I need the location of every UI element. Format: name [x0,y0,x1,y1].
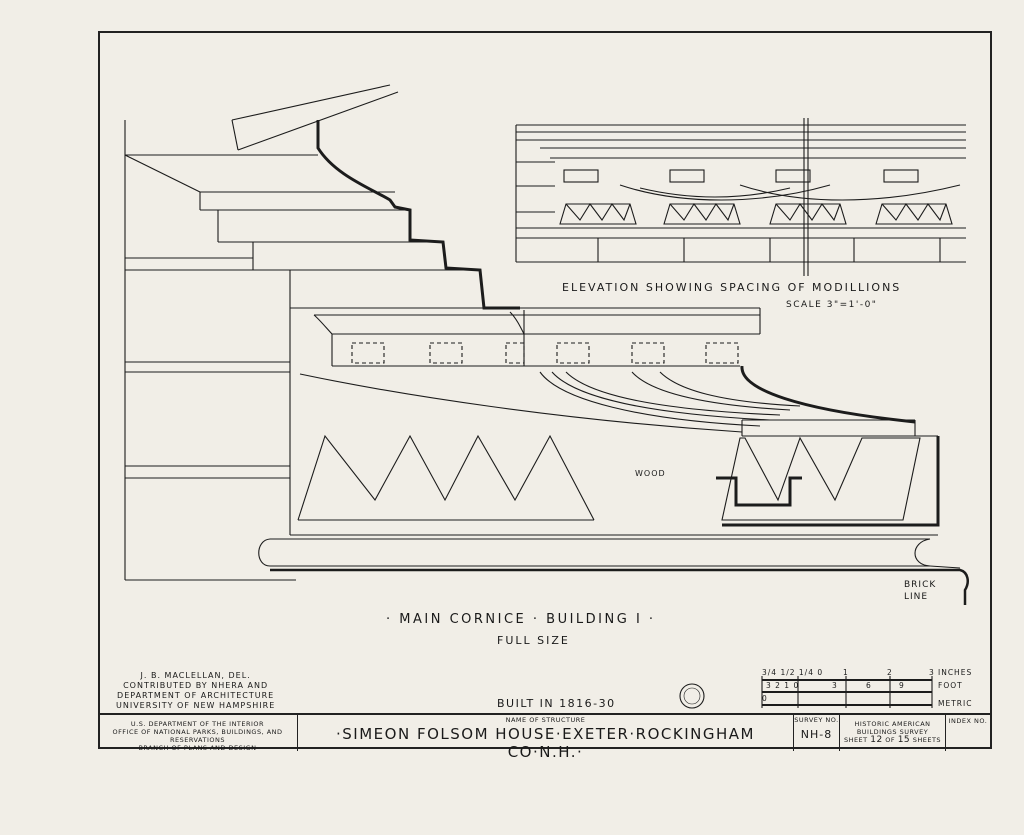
index-cell: INDEX NO. [946,715,990,751]
agency-line: U.S. DEPARTMENT OF THE INTERIOR [130,720,265,728]
habs-cell: HISTORIC AMERICAN BUILDINGS SURVEY SHEET… [840,715,946,751]
delineator-credit: J. B. MACLELLAN, DEL. CONTRIBUTED BY NHE… [116,671,275,711]
elevation-inset [515,118,966,276]
foot-unit: FOOT [938,681,963,690]
inches-unit: INCHES [938,668,973,677]
bed-moulding [258,538,969,605]
foot-mark: 6 [866,681,872,690]
elevation-scale: SCALE 3"=1'-0" [786,300,878,310]
roof-boards [231,84,399,151]
cyma-sweeps [299,365,916,433]
structure-caption: NAME OF STRUCTURE [505,716,586,724]
dentil-band [290,419,940,536]
subtitle: FULL SIZE [497,634,570,647]
sheet-border [98,31,992,749]
main-title: · MAIN CORNICE · BUILDING I · [386,612,656,627]
agency-line: OFFICE OF NATIONAL PARKS, BUILDINGS, AND… [112,728,283,744]
survey-cell: SURVEY NO. NH-8 [794,715,840,751]
inches-mark: 2 [887,668,893,677]
brick-line-label: BRICK LINE [904,579,936,603]
foot-ticks: 3 2 1 0 [766,681,800,690]
inches-mark: 3 [929,668,935,677]
material-label: WOOD [635,469,666,478]
sheet-label: SHEET [843,736,868,744]
elevation-title: ELEVATION SHOWING SPACING OF MODILLIONS [562,281,902,294]
credit-line: CONTRIBUTED BY NHERA AND [123,681,269,690]
survey-number: NH-8 [800,728,833,741]
agency-cell: U.S. DEPARTMENT OF THE INTERIOR OFFICE O… [98,715,298,752]
scale-bars [761,676,933,708]
sheet-total: 15 [897,735,911,745]
structure-name: ·SIMEON FOLSOM HOUSE·EXETER·ROCKINGHAM C… [336,725,755,761]
line-label: LINE [904,592,929,602]
habs-line: HISTORIC AMERICAN [854,720,931,728]
foot-mark: 3 [832,681,838,690]
library-stamp-icon [679,683,705,709]
left-wall [124,120,480,581]
credit-line: UNIVERSITY OF NEW HAMPSHIRE [116,701,276,710]
soffit-band [290,307,761,367]
structure-cell: NAME OF STRUCTURE ·SIMEON FOLSOM HOUSE·E… [298,715,794,761]
sheet-number: 12 [870,735,883,745]
metric-unit: METRIC [938,699,973,708]
inches-ticks: 3/4 1/2 1/4 0 [762,668,824,677]
inches-mark: 1 [843,668,849,677]
credit-line: DEPARTMENT OF ARCHITECTURE [117,691,275,700]
brick-label: BRICK [904,580,937,590]
sheets-label: SHEETS [912,736,942,744]
cornice-profile [316,120,520,310]
credit-line: J. B. MACLELLAN, DEL. [140,671,251,680]
sheet-count: SHEET 12 OF 15 SHEETS [840,735,945,745]
index-caption: INDEX NO. [948,717,988,725]
built-date: BUILT IN 1816-30 [497,697,616,710]
survey-caption: SURVEY NO. [794,716,839,724]
habs-line: BUILDINGS SURVEY [856,728,929,736]
foot-mark: 9 [899,681,905,690]
title-block: U.S. DEPARTMENT OF THE INTERIOR OFFICE O… [98,713,992,761]
metric-zero: 0 [762,694,768,703]
of-label: OF [885,736,896,744]
agency-line: BRANCH OF PLANS AND DESIGN [138,744,257,752]
